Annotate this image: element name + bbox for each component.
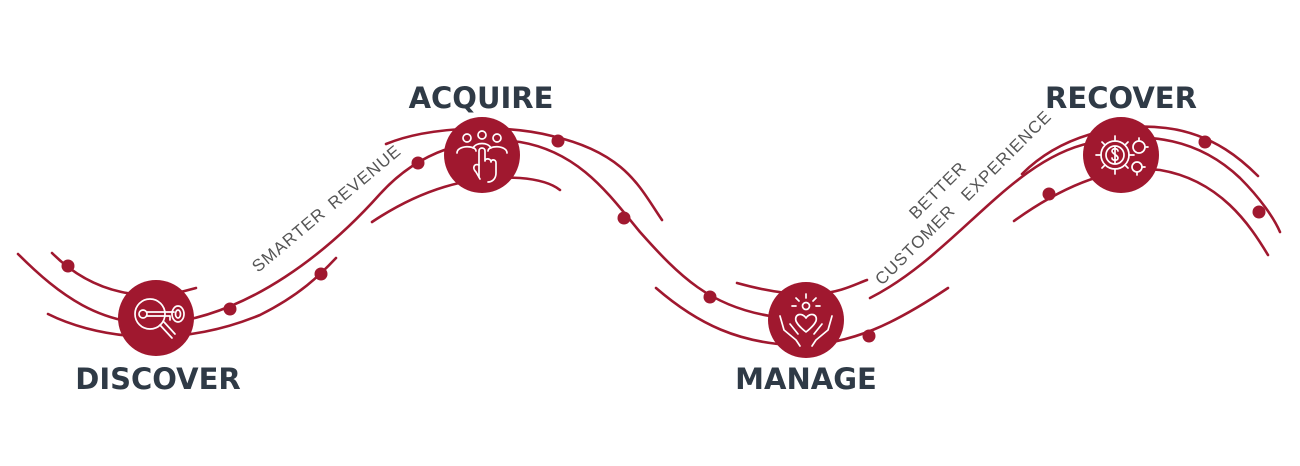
phrase-smarter: SMARTER: [248, 204, 329, 276]
stage-circles: [118, 117, 1159, 358]
stage-label-discover: DISCOVER: [75, 362, 241, 396]
wave-dot: [411, 156, 425, 170]
stage-label-recover: RECOVER: [1045, 81, 1197, 115]
wave-dot: [862, 329, 876, 343]
wave-dot: [314, 267, 328, 281]
phrase-revenue: REVENUE: [324, 141, 405, 213]
wave-dot: [551, 134, 565, 148]
stage-circle-manage: [768, 282, 844, 358]
wave-line-lower: [46, 168, 1270, 347]
wave-line-upper: [50, 125, 1260, 297]
dollar-gears-icon: [1095, 135, 1149, 176]
wave-dot: [1198, 135, 1212, 149]
wave-dot: [617, 211, 631, 225]
stage-circle-discover: [118, 280, 194, 356]
wave-dots: [61, 134, 1266, 343]
wave-dot: [1042, 187, 1056, 201]
key-magnifier-icon: [134, 298, 185, 339]
wave-dot: [61, 259, 75, 273]
wave-dot: [1252, 205, 1266, 219]
stage-circle-acquire: [444, 117, 520, 193]
wave-dot: [223, 302, 237, 316]
stage-label-manage: MANAGE: [735, 362, 877, 396]
people-hand-tap-icon: [456, 130, 508, 183]
wave-dot: [703, 290, 717, 304]
stage-circle-recover: [1083, 117, 1159, 193]
hands-heart-icon: [779, 293, 833, 347]
stage-label-acquire: ACQUIRE: [409, 81, 554, 115]
